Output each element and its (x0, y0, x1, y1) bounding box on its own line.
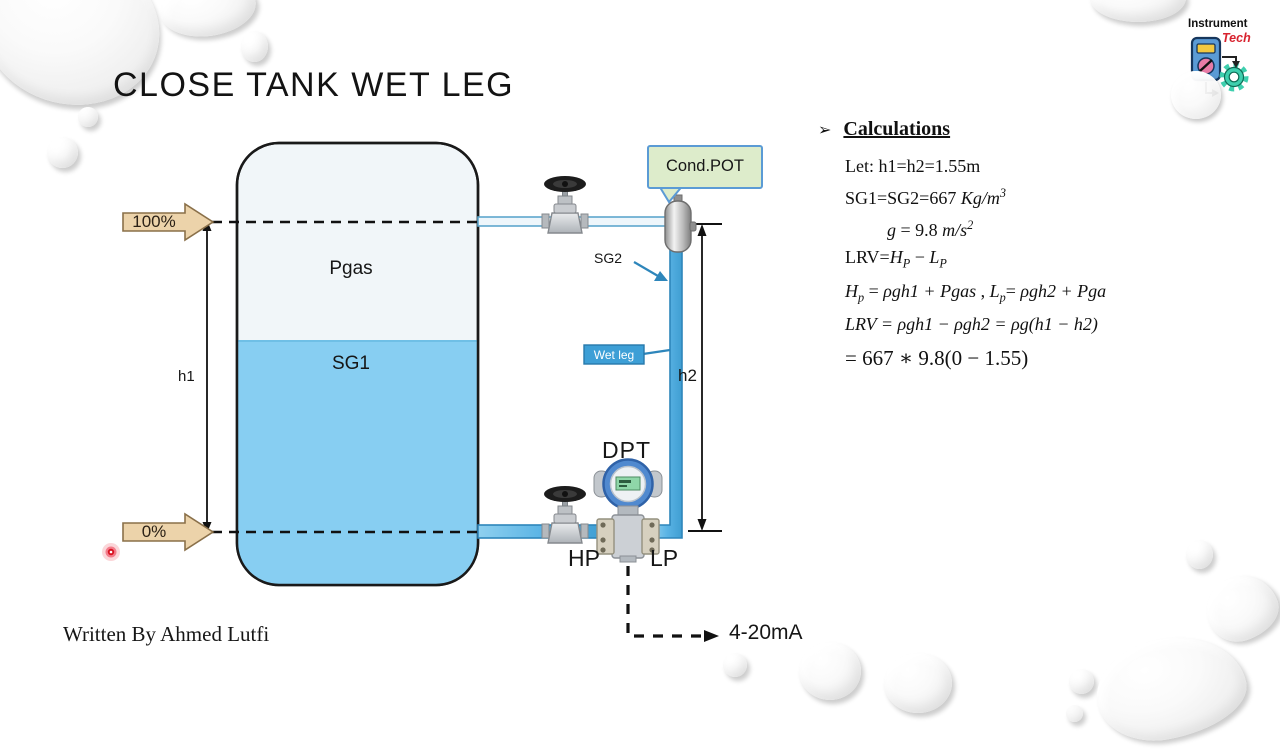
tank-liquid (237, 340, 478, 585)
logo-text-instrument: Instrument (1188, 18, 1248, 30)
dpt-label: DPT (602, 437, 651, 463)
level-0-arrow (122, 512, 215, 552)
dpt-lcd-display (615, 476, 641, 491)
water-droplet-decoration (1171, 71, 1221, 119)
logo-text-tech: Tech (1222, 31, 1251, 45)
output-signal-line (626, 566, 719, 642)
water-droplet-decoration (78, 107, 98, 127)
water-droplet-decoration (241, 31, 268, 62)
water-droplet-decoration (47, 137, 78, 168)
calculations-header: ➢ Calculations (818, 118, 1248, 141)
calc-line: SG1=SG2=667 Kg/m3 (845, 186, 1006, 208)
logo-graphic (1190, 36, 1249, 97)
water-droplet-decoration (1069, 669, 1094, 694)
calc-line: Hp = ρgh1 + Pgas , Lp= ρgh2 + Pga (845, 280, 1107, 305)
tank (235, 141, 480, 587)
water-droplet-decoration (1186, 540, 1213, 569)
condensate-pot (664, 194, 697, 253)
sg2-label: SG2 (594, 250, 623, 266)
cond-pot-callout (647, 145, 763, 204)
arrow-bullet-icon: ➢ (818, 120, 832, 139)
cond-pot-label: Cond.POT (666, 157, 744, 175)
water-droplet-decoration (723, 653, 747, 677)
level-100-arrow (122, 202, 215, 242)
calc-line: LRV = ρgh1 − ρgh2 = ρg(h1 − h2) (845, 314, 1098, 335)
laser-pointer-dot (102, 543, 120, 561)
diagram-canvas (102, 36, 1249, 642)
calc-line: g = 9.8 m/s2 (887, 218, 974, 240)
calculations-heading: Calculations (843, 118, 951, 140)
h2-label: h2 (678, 366, 697, 385)
page-title: CLOSE TANK WET LEG (113, 66, 515, 104)
level-0-label: 0% (141, 522, 167, 541)
sg2-pointer-arrow (633, 261, 668, 281)
top-isolation-valve (541, 176, 589, 234)
wet-leg-tag (583, 344, 671, 365)
h1-dimension (202, 220, 212, 533)
bottom-isolation-valve (541, 486, 589, 544)
hp-label: HP (568, 545, 600, 571)
author-credit: Written By Ahmed Lutfi (63, 622, 270, 646)
calc-line: = 667 ∗ 9.8(0 − 1.55) (845, 346, 1029, 371)
h1-label: h1 (178, 368, 195, 385)
pgas-label: Pgas (329, 258, 373, 279)
output-signal-label: 4-20mA (729, 621, 803, 644)
gear-icon (1219, 62, 1249, 92)
calc-line: LRV=HP − LP (845, 247, 947, 271)
water-droplet-decoration (1066, 705, 1083, 722)
wet-leg-label: Wet leg (593, 348, 635, 362)
level-100-label: 100% (132, 212, 176, 231)
calc-line: Let: h1=h2=1.55m (845, 156, 981, 176)
water-droplet-decoration (799, 642, 861, 700)
sg1-label: SG1 (331, 353, 371, 374)
water-droplet-decoration (1090, 0, 1186, 22)
dpt-transmitter (593, 458, 663, 563)
lp-label: LP (650, 545, 679, 571)
water-droplet-decoration (884, 653, 952, 713)
